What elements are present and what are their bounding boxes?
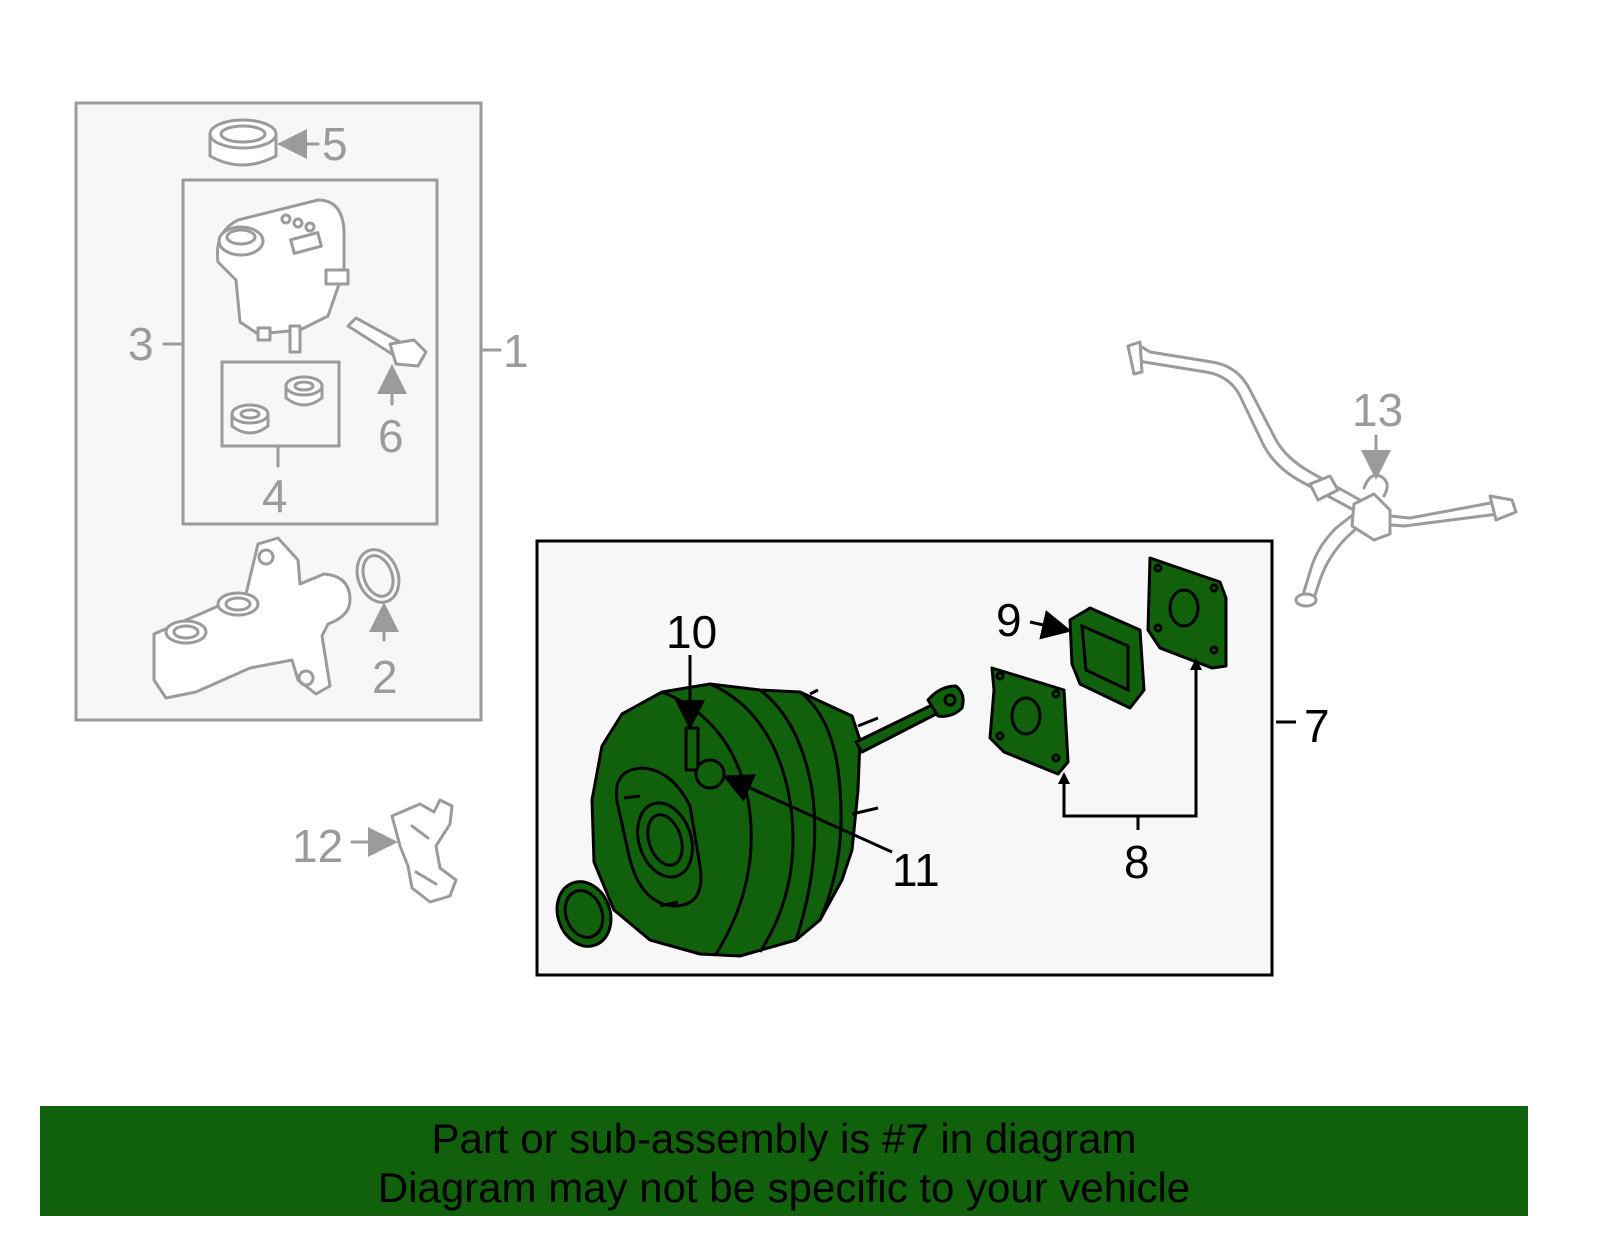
callout-13: 13 <box>1352 384 1403 436</box>
banner-line-1: Part or sub-assembly is #7 in diagram <box>431 1115 1137 1162</box>
pressure-sensor-icon <box>390 798 458 904</box>
callout-2: 2 <box>372 651 398 703</box>
callout-3: 3 <box>128 318 154 370</box>
brake-booster-icon <box>590 682 965 958</box>
callout-1: 1 <box>503 325 529 377</box>
callout-4: 4 <box>262 470 288 522</box>
callout-11: 11 <box>892 844 940 896</box>
spacer-icon <box>1068 606 1146 710</box>
gasket-front-icon <box>988 666 1070 776</box>
callout-5: 5 <box>322 118 348 170</box>
callout-10: 10 <box>666 606 717 658</box>
master-cylinder-icon <box>152 536 352 700</box>
callout-6: 6 <box>378 410 404 462</box>
level-sensor-icon <box>346 316 428 368</box>
callout-12: 12 <box>292 820 343 872</box>
grommet-icon <box>230 375 324 435</box>
banner-line-2: Diagram may not be specific to your vehi… <box>377 1164 1191 1211</box>
booster-seal-icon <box>555 880 613 948</box>
group-box-4 <box>220 360 341 448</box>
reservoir-cap-icon <box>208 118 278 167</box>
o-ring-icon <box>355 548 401 604</box>
gasket-rear-icon <box>1146 556 1228 670</box>
callout-7: 7 <box>1304 700 1330 752</box>
callout-8: 8 <box>1124 836 1150 888</box>
master-cylinder-group <box>74 101 502 722</box>
reservoir-icon <box>215 198 350 354</box>
info-banner: Part or sub-assembly is #7 in diagram Di… <box>40 1106 1528 1216</box>
vacuum-hose-icon <box>1126 340 1518 608</box>
callout-9: 9 <box>996 594 1022 646</box>
brake-booster-group <box>535 539 1274 977</box>
